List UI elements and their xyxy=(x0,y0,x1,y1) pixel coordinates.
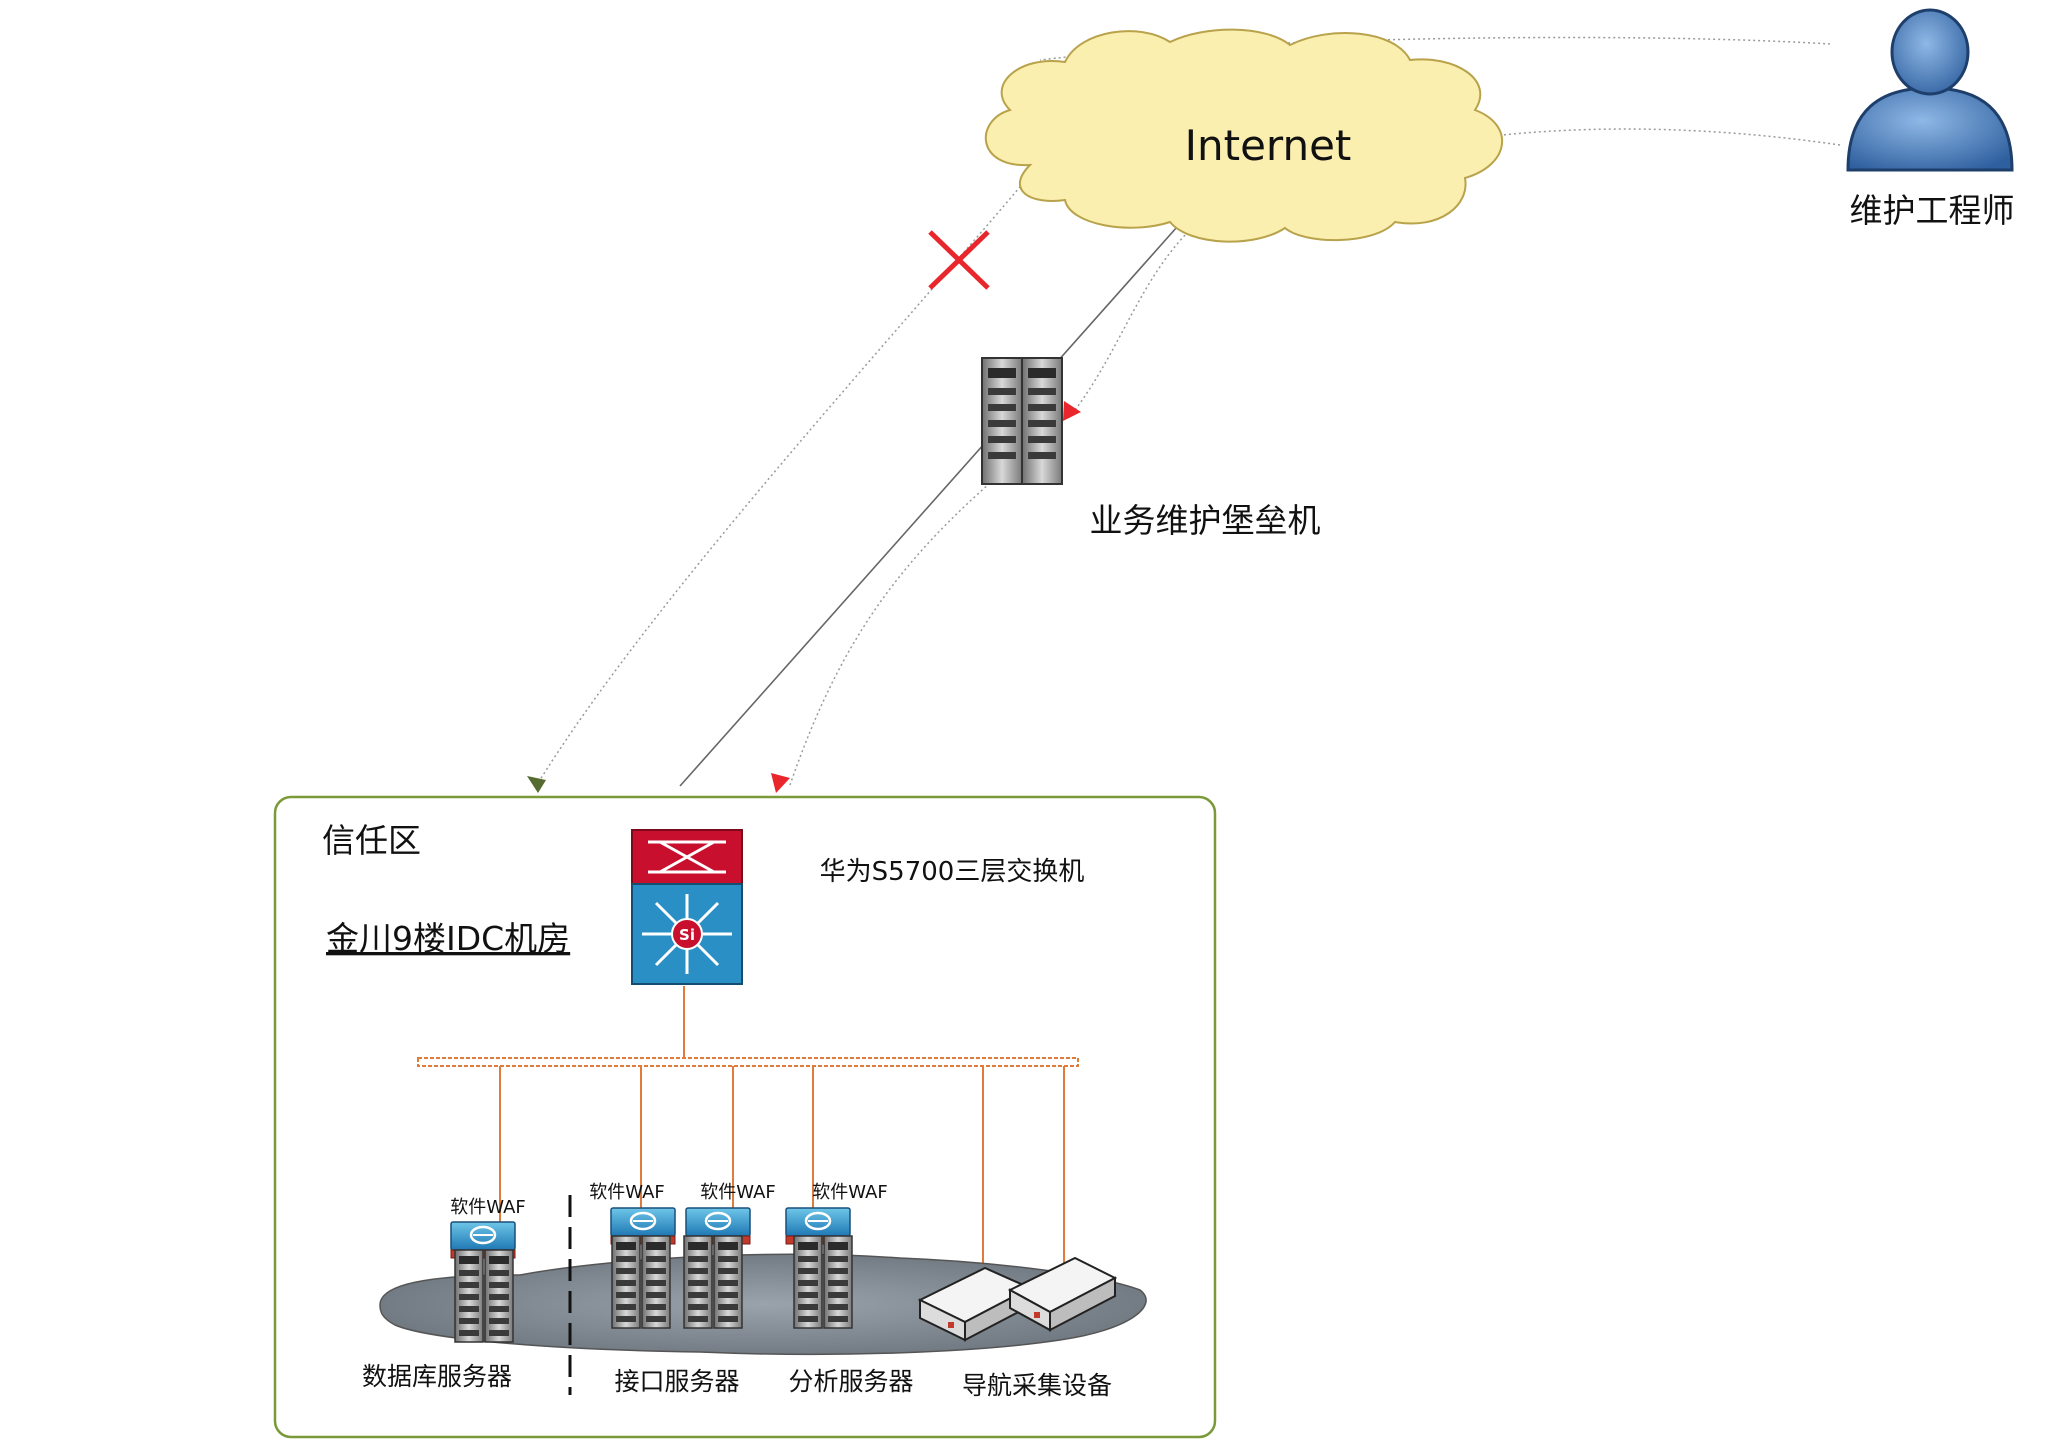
collector-device-icon xyxy=(917,1266,1033,1342)
arrow-red-head-zone xyxy=(771,773,790,793)
database-server-label: 数据库服务器 xyxy=(362,1362,512,1391)
nav-collection-devices xyxy=(917,1256,1118,1342)
nav-device-label: 导航采集设备 xyxy=(962,1371,1112,1400)
bastion-to-zone-line xyxy=(789,469,1006,786)
trust-zone: 信任区 金川9楼IDC机房 Si xyxy=(273,795,1217,1439)
blocked-cross-icon xyxy=(928,230,990,290)
interface-server-label: 接口服务器 xyxy=(614,1367,739,1396)
waf-label: 软件WAF xyxy=(589,1182,664,1203)
arrow-red-head-bastion xyxy=(1063,401,1081,421)
waf-label: 软件WAF xyxy=(450,1197,525,1218)
blocked-direct-line xyxy=(534,174,1031,789)
person-icon xyxy=(1846,8,2014,172)
switch-badge: Si xyxy=(679,926,695,944)
zone-location: 金川9楼IDC机房 xyxy=(326,919,570,958)
switch-label: 华为S5700三层交换机 xyxy=(820,857,1085,887)
engineer-to-cloud-line xyxy=(1039,36,1831,61)
internet-label: Internet xyxy=(1185,121,1352,170)
engineer: 维护工程师 xyxy=(1846,8,2015,230)
connection-lines xyxy=(527,36,1841,793)
arrow-green-head xyxy=(527,776,546,793)
trust-zone-border xyxy=(273,795,1217,1439)
cloud-to-switch-line xyxy=(679,217,1186,787)
collector-device-icon xyxy=(1007,1256,1118,1332)
ethernet-bus xyxy=(417,1057,1079,1067)
zone-title: 信任区 xyxy=(322,821,421,860)
switch-icon: Si xyxy=(631,829,743,985)
waf-label: 软件WAF xyxy=(700,1182,775,1203)
bus-drops xyxy=(499,1066,1065,1270)
interface-server-2: 软件WAF xyxy=(683,1182,776,1329)
cloud-icon xyxy=(984,28,1503,243)
engineer-label: 维护工程师 xyxy=(1850,191,2015,230)
server-rack-icon xyxy=(981,357,1063,485)
waf-label: 软件WAF xyxy=(812,1182,887,1203)
internet-cloud: Internet xyxy=(984,28,1503,243)
interface-server-1: 软件WAF xyxy=(589,1182,677,1329)
bastion-host: 业务维护堡垒机 xyxy=(981,357,1321,540)
analysis-server-label: 分析服务器 xyxy=(788,1367,913,1396)
layer3-switch: Si 华为S5700三层交换机 xyxy=(631,829,1085,985)
bastion-label: 业务维护堡垒机 xyxy=(1090,501,1321,540)
analysis-server: 软件WAF xyxy=(784,1182,888,1329)
database-server: 软件WAF xyxy=(449,1197,526,1343)
